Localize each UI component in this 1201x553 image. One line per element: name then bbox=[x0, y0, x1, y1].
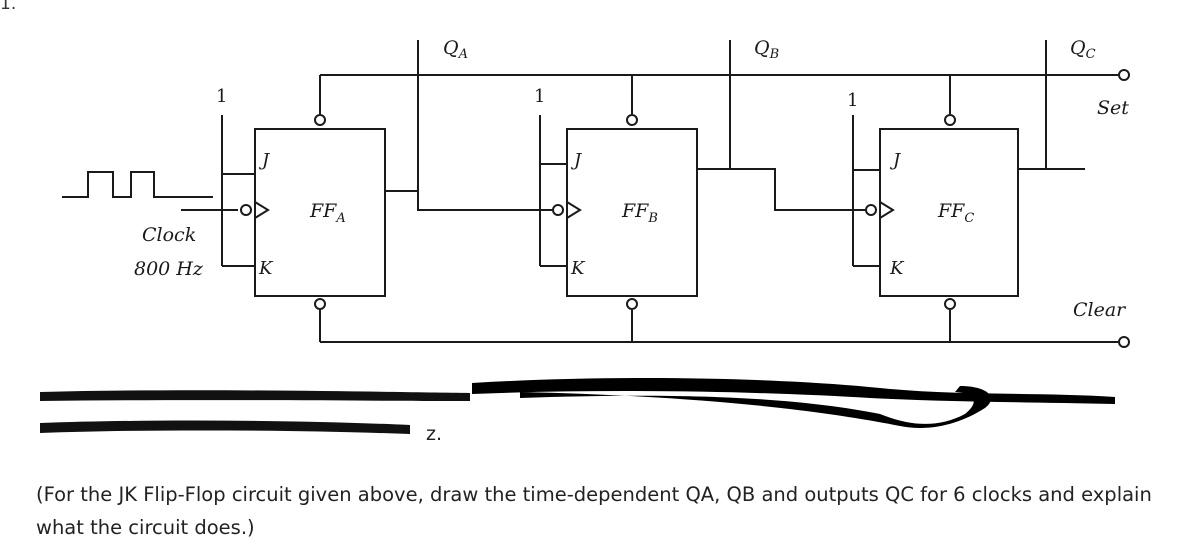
set-label: Set bbox=[1097, 97, 1129, 119]
clock-frequency-label: 800 Hz bbox=[134, 258, 204, 280]
qc-label: QC bbox=[1070, 37, 1096, 62]
ff-b-preset-bubble bbox=[626, 114, 638, 126]
ff-a-box bbox=[254, 128, 386, 297]
clock-label: Clock bbox=[142, 224, 196, 246]
ff-a-clock-triangle bbox=[254, 201, 270, 219]
redacted-line-suffix: z. bbox=[426, 423, 442, 445]
ff-a-k-label: K bbox=[258, 258, 274, 279]
ff-c-j-label: J bbox=[889, 150, 902, 171]
ff-b-high-label: 1 bbox=[534, 86, 545, 107]
ff-c-clear-bubble bbox=[944, 298, 956, 310]
ff-a-high-label: 1 bbox=[216, 86, 227, 107]
ff-b-clock-bubble bbox=[552, 204, 564, 216]
set-input-terminal bbox=[1118, 69, 1130, 81]
question-caption-english: (For the JK Flip-Flop circuit given abov… bbox=[36, 483, 1152, 539]
clear-label: Clear bbox=[1073, 299, 1127, 321]
qa-to-ff-b-clock-wire bbox=[385, 190, 552, 211]
clock-waveform bbox=[62, 171, 213, 198]
qa-label: QA bbox=[443, 37, 468, 62]
ff-a-name-label: FFA bbox=[309, 200, 346, 226]
ff-b-j-label: J bbox=[570, 150, 583, 171]
ff-c-clock-triangle bbox=[879, 201, 895, 219]
qb-label: QB bbox=[754, 37, 779, 62]
ff-a-clock-bubble bbox=[240, 204, 252, 216]
ff-a-j-label: J bbox=[258, 150, 271, 171]
ff-c-clock-bubble bbox=[865, 204, 877, 216]
ff-b-clock-triangle bbox=[566, 201, 582, 219]
ff-a-preset-bubble bbox=[314, 114, 326, 126]
ff-c-high-label: 1 bbox=[847, 90, 858, 111]
qb-to-ff-c-clock-wire bbox=[697, 168, 865, 211]
ff-a-clear-bubble bbox=[314, 298, 326, 310]
ff-c-preset-bubble bbox=[944, 114, 956, 126]
ff-c-box bbox=[879, 128, 1019, 297]
ff-b-name-label: FFB bbox=[621, 200, 658, 226]
question-number: 1. bbox=[0, 0, 17, 14]
redaction-scribble bbox=[40, 377, 1115, 434]
ff-b-k-label: K bbox=[570, 258, 586, 279]
clear-input-terminal bbox=[1118, 336, 1130, 348]
ff-b-clear-bubble bbox=[626, 298, 638, 310]
ff-c-name-label: FFC bbox=[937, 200, 974, 226]
ff-c-k-label: K bbox=[889, 258, 905, 279]
ff-b-box bbox=[566, 128, 698, 297]
